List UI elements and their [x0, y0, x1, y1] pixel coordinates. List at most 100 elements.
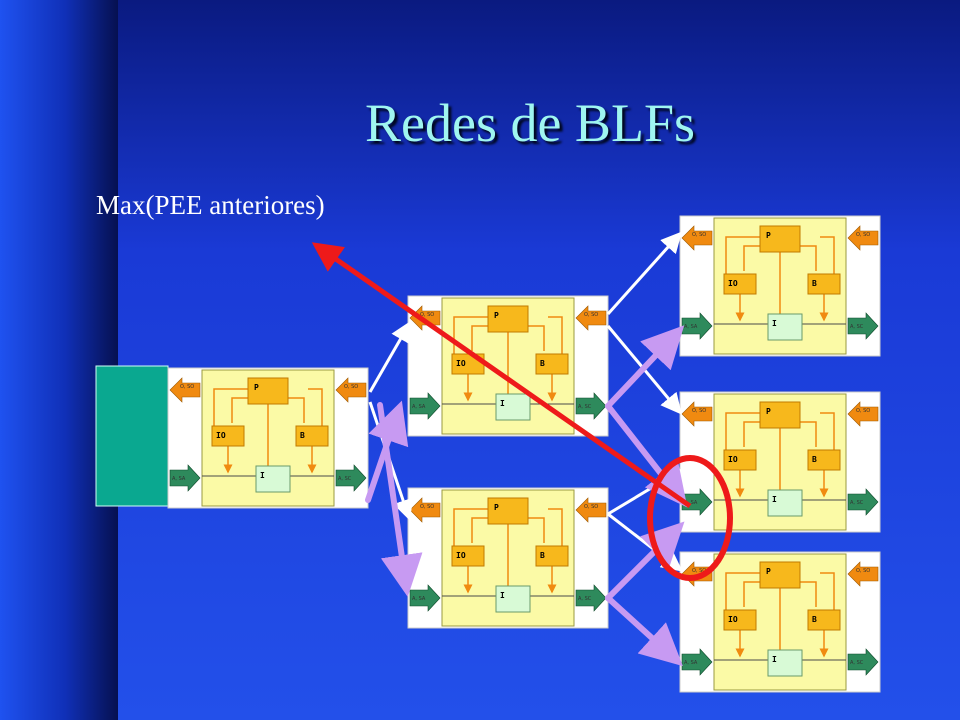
box-b: [807, 273, 841, 295]
port-in-left-label: A, SA: [684, 660, 698, 666]
port-out-left: [681, 401, 713, 427]
port-out-left: [409, 497, 441, 523]
label-p: P: [766, 407, 771, 416]
red-highlight-ellipse: [647, 455, 733, 581]
port-out-right-label: O, SO: [856, 232, 870, 238]
port-out-right: [575, 497, 607, 523]
label-b: B: [540, 551, 545, 560]
wire: [528, 517, 545, 543]
label-b: B: [812, 615, 817, 624]
port-in-right-label: A, SC: [850, 324, 864, 330]
wire: [471, 325, 488, 351]
label-i: I: [260, 471, 265, 480]
port-in-right: [847, 312, 879, 340]
box-p: [759, 561, 801, 589]
wire: [800, 245, 817, 271]
port-out-right-label: O, SO: [856, 408, 870, 414]
box-i: [767, 313, 803, 341]
box-p: [759, 225, 801, 253]
box-i: [495, 393, 531, 421]
box-io: [723, 609, 757, 631]
wire: [308, 388, 323, 426]
wire: [820, 572, 835, 610]
violet-link-4: [605, 403, 688, 508]
violet-link-2: [365, 400, 409, 503]
label-io: IO: [456, 359, 466, 368]
box-b: [807, 609, 841, 631]
port-out-left-label: O, SO: [692, 232, 706, 238]
port-out-right: [335, 377, 367, 403]
label-p: P: [766, 567, 771, 576]
label-b: B: [812, 279, 817, 288]
port-in-left-label: A, SA: [412, 404, 426, 410]
port-in-right: [847, 488, 879, 516]
label-i: I: [772, 655, 777, 664]
violet-links: [365, 325, 688, 667]
box-b: [295, 425, 329, 447]
port-in-left: [681, 488, 713, 516]
label-io: IO: [456, 551, 466, 560]
port-out-right-label: O, SO: [584, 504, 598, 510]
wire: [800, 421, 817, 447]
label-p: P: [494, 311, 499, 320]
slide-title: Redes de BLFs: [365, 93, 695, 153]
white-link-1: [368, 320, 411, 393]
label-b: B: [540, 359, 545, 368]
port-out-right: [847, 225, 879, 251]
violet-link-3: [605, 325, 685, 409]
port-in-right: [575, 392, 607, 420]
label-p: P: [766, 231, 771, 240]
wire: [213, 388, 248, 426]
port-in-left: [409, 392, 441, 420]
port-out-left-label: O, SO: [180, 384, 194, 390]
port-out-left-label: O, SO: [420, 504, 434, 510]
box-p: [759, 401, 801, 429]
port-out-left: [169, 377, 201, 403]
box-b: [807, 449, 841, 471]
label-b: B: [812, 455, 817, 464]
wire: [820, 412, 835, 450]
label-p: P: [254, 383, 259, 392]
port-in-right: [847, 648, 879, 676]
wire: [548, 316, 563, 354]
wire: [471, 517, 488, 543]
box-b: [535, 353, 569, 375]
blf-blocks: P IO B I O, SO O, SO A, SA A, SC P IO B I O, SO O, SO…: [167, 215, 881, 693]
wire: [231, 397, 248, 423]
box-io: [211, 425, 245, 447]
port-in-left-label: A, SA: [684, 500, 698, 506]
label-p: P: [494, 503, 499, 512]
box-p: [487, 305, 529, 333]
box-b: [535, 545, 569, 567]
port-out-right: [847, 561, 879, 587]
port-in-right-label: A, SC: [578, 404, 592, 410]
label-b: B: [300, 431, 305, 440]
port-out-right: [575, 305, 607, 331]
label-io: IO: [728, 279, 738, 288]
label-i: I: [772, 495, 777, 504]
port-out-right-label: O, SO: [856, 568, 870, 574]
port-out-left-label: O, SO: [420, 312, 434, 318]
port-in-right-label: A, SC: [338, 476, 352, 482]
box-io: [723, 273, 757, 295]
wire: [288, 397, 305, 423]
white-link-3: [606, 231, 683, 316]
box-p: [487, 497, 529, 525]
port-out-left: [681, 225, 713, 251]
wire: [743, 421, 760, 447]
red-pointer-arrow: [311, 242, 692, 509]
left-decorative-band: [0, 0, 118, 720]
port-in-left: [681, 648, 713, 676]
label-i: I: [772, 319, 777, 328]
box-i: [767, 649, 803, 677]
label-i: I: [500, 399, 505, 408]
port-in-left-label: A, SA: [412, 596, 426, 602]
wire: [725, 236, 760, 274]
source-block: [95, 365, 169, 507]
